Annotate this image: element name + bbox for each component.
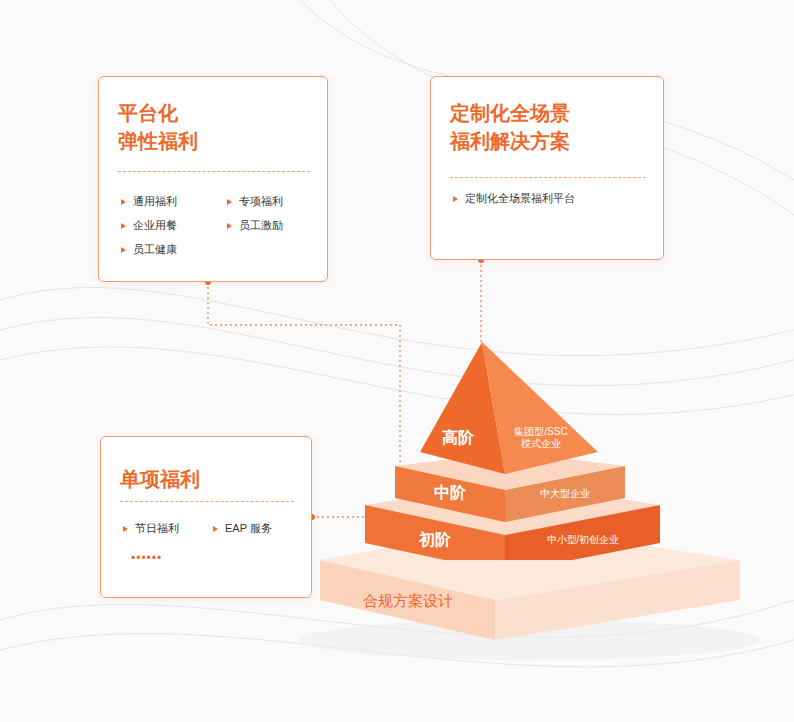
ellipsis-dots: •••••• [131,551,162,565]
callout-box: 定制化全场景 福利解决方案定制化全场景福利平台 [430,76,664,260]
item-text: 员工激励 [239,218,283,233]
dashed-divider [120,501,294,502]
list-item: 通用福利 [121,194,177,209]
box-title: 单项福利 [120,465,240,493]
list-item: 节日福利 [123,521,179,536]
pyramid-tier: 高阶 集团型/SSC 模式企业 [415,338,605,483]
tier-face [495,560,740,640]
item-text: 节日福利 [135,521,179,536]
item-text: 专项福利 [239,194,283,209]
list-item: 员工激励 [227,218,283,233]
item-text: 通用福利 [133,194,177,209]
list-item: 企业用餐 [121,218,177,233]
tier-subtitle: 中小型/初创企业 [547,534,620,546]
tier-face [320,560,495,640]
tier-shape [415,338,605,483]
bullet-triangle [123,526,128,532]
connector-line [312,516,365,517]
tier-label: 高阶 [442,428,474,449]
bullet-triangle [453,196,458,202]
dashed-divider [118,171,310,172]
dashed-divider [450,177,646,178]
item-text: 企业用餐 [133,218,177,233]
connector-line [480,260,481,342]
tier-label: 中阶 [434,483,466,504]
tier-face [482,342,598,474]
bullet-triangle [227,199,232,205]
list-item: EAP 服务 [213,521,272,536]
list-item: 专项福利 [227,194,283,209]
item-text: 定制化全场景福利平台 [465,191,575,206]
tier-label: 初阶 [419,530,451,551]
bullet-triangle [121,199,126,205]
tier-subtitle: 集团型/SSC 模式企业 [509,426,573,450]
bullet-triangle [227,223,232,229]
callout-box: 单项福利节日福利 EAP 服务 •••••• [100,436,312,598]
list-item: 员工健康 [121,242,177,257]
box-title: 定制化全场景 福利解决方案 [450,99,575,155]
item-text: 员工健康 [133,242,177,257]
dashed-connector [478,257,484,342]
dashed-connector [309,514,365,520]
tier-label: 合规方案设计 [363,592,453,611]
box-title: 平台化 弹性福利 [118,99,200,155]
bullet-triangle [121,247,126,253]
item-text: EAP 服务 [225,521,272,536]
bullet-triangle [121,223,126,229]
list-item: 定制化全场景福利平台 [453,191,575,206]
callout-box: 平台化 弹性福利通用福利 专项福利企业用餐 员工激励员工健康 [98,76,328,282]
tier-subtitle: 中大型企业 [540,488,590,500]
list-item: •••••• [131,551,162,565]
bullet-triangle [213,526,218,532]
